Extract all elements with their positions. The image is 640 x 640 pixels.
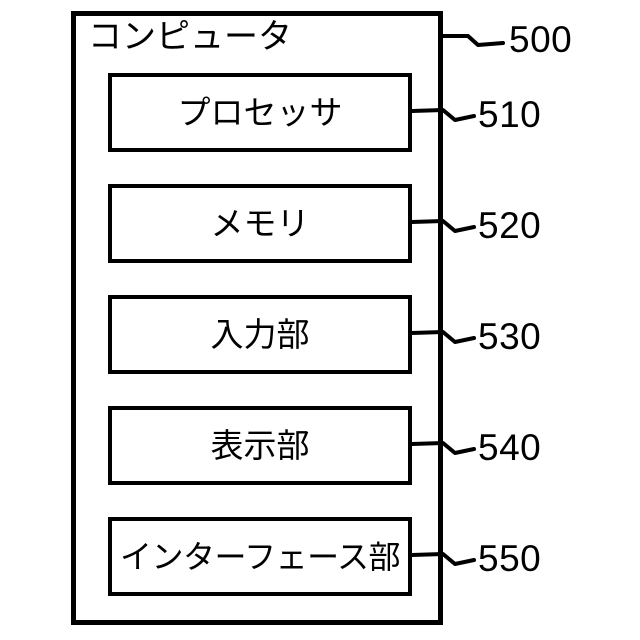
reference-numeral-520: 520 bbox=[478, 205, 542, 246]
unit-label-interface: インターフェース部 bbox=[120, 538, 400, 575]
unit-label-processor: プロセッサ bbox=[177, 93, 343, 131]
unit-label-display: 表示部 bbox=[210, 426, 310, 464]
unit-box-memory: メモリ bbox=[108, 184, 412, 263]
unit-box-input: 入力部 bbox=[108, 295, 412, 374]
reference-numeral-510: 510 bbox=[478, 94, 542, 135]
reference-numeral-530: 530 bbox=[478, 316, 542, 357]
unit-box-display: 表示部 bbox=[108, 406, 412, 485]
leader-line-500 bbox=[441, 34, 505, 47]
reference-numeral-540: 540 bbox=[478, 427, 542, 468]
computer-enclosure-title: コンピュータ bbox=[88, 18, 292, 56]
unit-box-interface: インターフェース部 bbox=[108, 517, 412, 596]
unit-label-input: 入力部 bbox=[210, 315, 310, 353]
reference-numeral-550: 550 bbox=[478, 538, 542, 579]
reference-numeral-500: 500 bbox=[509, 19, 573, 60]
unit-label-memory: メモリ bbox=[210, 204, 310, 242]
unit-box-processor: プロセッサ bbox=[108, 73, 412, 152]
